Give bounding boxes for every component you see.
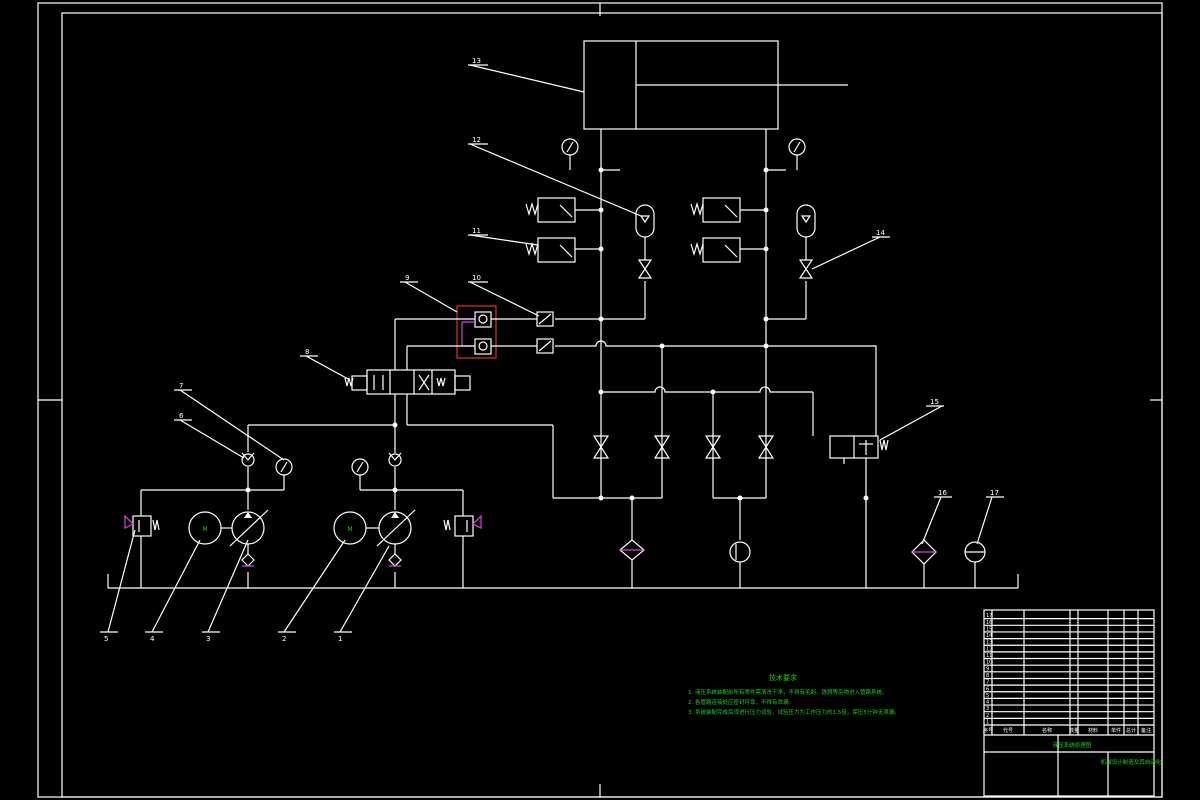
callout-3: 3 (206, 635, 210, 643)
parts-row-number: 5 (986, 693, 989, 699)
callout-1: 1 (338, 635, 342, 643)
callout-8: 8 (305, 348, 309, 356)
motor-label: M (202, 526, 207, 533)
callout-9: 9 (405, 274, 409, 282)
callout-2: 2 (282, 635, 286, 643)
parts-header-cell: 单件 (1111, 727, 1121, 734)
junction-dots (245, 167, 869, 501)
parts-row-number: 11 (986, 653, 992, 659)
pump-line-right (351, 452, 464, 516)
pump-left (229, 509, 269, 588)
hydraulic-cylinder (583, 40, 848, 130)
parts-header-cell: 名称 (1042, 727, 1052, 734)
callout-6: 6 (179, 412, 184, 420)
shutoff-valves (592, 435, 775, 459)
main-pipelines (407, 129, 877, 588)
parts-header-cell: 数量 (1069, 727, 1079, 734)
parts-list-rows: 1716151413121110987654321序号 代号 名称 数量 材料 单件总计备… (983, 613, 1154, 734)
pressure-switches (525, 197, 766, 263)
tech-req-title: 技术要求 (769, 673, 797, 682)
callout-12: 12 (472, 136, 481, 144)
parts-row-number: 2 (986, 713, 989, 719)
filter (619, 539, 645, 588)
parts-row-number: 15 (986, 626, 992, 632)
motor-right: M (333, 511, 367, 545)
motor-left: M (188, 511, 222, 545)
parts-row-number: 4 (986, 700, 989, 706)
callout-17: 17 (990, 489, 999, 497)
solenoid-valve-15 (829, 435, 889, 464)
parts-row-number: 12 (986, 646, 992, 652)
title-block: 液压系统原理图 机械设计制造及其自动化 (1053, 741, 1162, 766)
parts-header-cell: 备注 (1141, 727, 1151, 734)
callout-16: 16 (938, 489, 947, 497)
parts-row-number: 10 (986, 660, 992, 666)
parts-row-number: 7 (986, 680, 989, 686)
callout-13: 13 (472, 57, 481, 65)
callout-10: 10 (472, 274, 481, 282)
parts-row-number: 14 (986, 633, 992, 639)
parts-row-number: 8 (986, 673, 989, 679)
parts-row-number: 6 (986, 686, 989, 692)
pressure-gauge-right (788, 138, 806, 170)
tech-req-line-1: 1. 液压系统装配前所有零件需清洗干净，不得有毛刺、铁屑等杂物进入管路系统。 (688, 688, 888, 696)
leader-lines (107, 64, 993, 633)
throttle-valves (536, 311, 554, 354)
motor-label: M (347, 526, 352, 533)
tech-requirements: 技术要求 1. 液压系统装配前所有零件需清洗干净，不得有毛刺、铁屑等杂物进入管路… (688, 673, 900, 716)
accumulator-right (796, 204, 816, 279)
parts-header-cell: 序号 (983, 727, 993, 734)
tech-req-line-2: 2. 各管路连接处应密封可靠，不得有泄漏。 (688, 698, 794, 706)
callout-4: 4 (150, 635, 155, 643)
parts-row-number: 16 (986, 620, 992, 626)
company-name: 机械设计制造及其自动化 (1101, 758, 1162, 766)
relief-valve-right (443, 514, 482, 588)
parts-list-table (983, 609, 1155, 797)
pressure-gauge-left (561, 138, 579, 170)
pump-line-left (140, 424, 395, 516)
parts-header-cell: 代号 (1003, 727, 1013, 734)
callout-11: 11 (472, 227, 481, 235)
parts-row-number: 9 (986, 666, 989, 672)
parts-header-cell: 总计 (1126, 727, 1136, 734)
cooler (729, 541, 751, 588)
callout-7: 7 (179, 382, 183, 390)
pump-right (376, 509, 416, 588)
parts-row-number: 1 (986, 720, 989, 726)
callout-15: 15 (930, 398, 939, 406)
tank-line (107, 574, 1019, 589)
directional-valve (344, 369, 471, 453)
parts-header-cell: 材料 (1088, 727, 1098, 734)
inner-border (61, 12, 1163, 798)
relief-valve-left (124, 514, 160, 588)
callout-14: 14 (876, 229, 885, 237)
hydraulic-lock (394, 305, 537, 370)
oil-filter-16 (911, 539, 937, 588)
parts-row-number: 3 (986, 706, 989, 712)
drawing-title: 液压系统原理图 (1053, 741, 1092, 749)
tech-req-line-3: 3. 系统装配完成后须进行压力试验，试验压力为工作压力的1.5倍，保压5分钟无泄… (688, 708, 900, 716)
level-gauge-17 (964, 541, 986, 588)
accumulator-left (635, 204, 655, 279)
callouts: 13 12 11 9 10 8 7 6 14 15 16 17 5 4 3 2 … (100, 57, 1004, 643)
callout-5: 5 (104, 635, 108, 643)
parts-row-number: 13 (986, 640, 992, 646)
parts-row-number: 17 (986, 613, 992, 619)
